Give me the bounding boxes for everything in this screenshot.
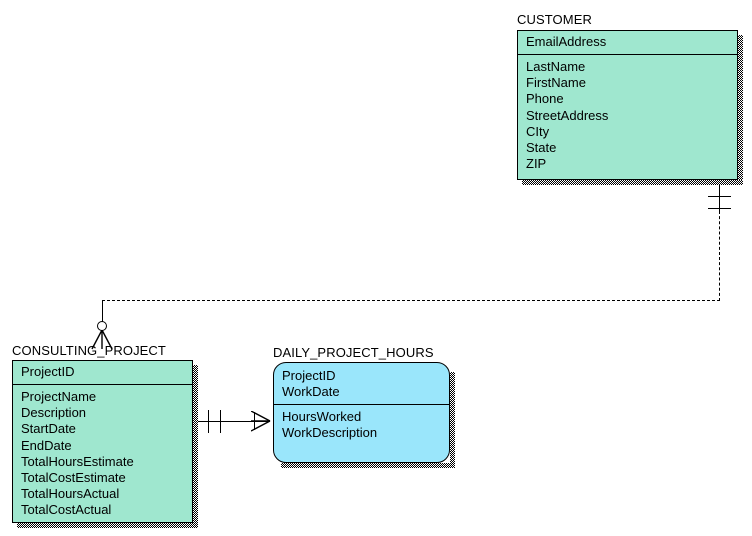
attribute-lastname: LastName: [526, 59, 586, 74]
attribute-totalcostactual: TotalCostActual: [21, 502, 112, 518]
attribute-projectid-fk: ProjectID: [282, 368, 336, 383]
entity-consulting-project-attribute-section: ProjectName Description StartDate EndDat…: [13, 385, 192, 523]
entity-shadow-consulting-project-bottom: [17, 523, 198, 528]
attribute-totalhoursactual: TotalHoursActual: [21, 486, 120, 502]
entity-consulting-project[interactable]: ProjectID ProjectName Description StartD…: [12, 360, 193, 523]
entity-title-daily-project-hours: DAILY_PROJECT_HOURS: [273, 345, 434, 360]
attribute-hoursworked: HoursWorked: [282, 409, 362, 424]
entity-customer-attribute-section: LastName FirstName Phone StreetAddress C…: [518, 55, 737, 176]
entity-title-customer: CUSTOMER: [517, 12, 592, 27]
attribute-streetaddress: StreetAddress: [526, 107, 609, 123]
attribute-totalhoursestimate: TotalHoursEstimate: [21, 453, 134, 469]
cardinality-crows-foot-many: [91, 330, 113, 350]
attribute-emailaddress: EmailAddress: [526, 34, 607, 49]
entity-consulting-project-key-section: ProjectID: [13, 361, 192, 385]
cardinality-tick-one-mandatory-outer-2: [208, 410, 209, 433]
relationship-line-segment-vertical-to-project: [102, 300, 103, 322]
entity-shadow-daily-project-hours-bottom: [281, 463, 455, 468]
attribute-phone: Phone: [526, 91, 564, 107]
cardinality-tick-one-mandatory-inner: [708, 208, 731, 209]
cardinality-tick-one-mandatory-inner-2: [220, 410, 221, 433]
attribute-state: State: [526, 140, 557, 156]
entity-daily-project-hours-key-section: ProjectID WorkDate: [274, 363, 449, 405]
entity-daily-project-hours-attribute-section: HoursWorked WorkDescription: [274, 405, 449, 445]
entity-title-consulting-project: CONSULTING_PROJECT: [12, 343, 166, 358]
attribute-totalcostestimate: TotalCostEstimate: [21, 470, 126, 486]
attribute-zip: ZIP: [526, 156, 547, 172]
attribute-enddate: EndDate: [21, 437, 72, 453]
relationship-line-segment-vertical-dashed: [719, 211, 720, 301]
cardinality-tick-one-mandatory-outer: [708, 196, 731, 197]
attribute-description: Description: [21, 405, 87, 421]
relationship-line-segment-vertical-solid: [719, 185, 720, 211]
entity-shadow-customer-bottom: [522, 180, 743, 185]
entity-shadow-consulting-project-right: [193, 365, 198, 528]
entity-shadow-daily-project-hours-right: [450, 372, 455, 468]
relationship-line-segment-horizontal-dashed: [102, 300, 720, 301]
attribute-projectid: ProjectID: [21, 364, 75, 379]
attribute-city: CIty: [526, 123, 550, 139]
attribute-workdate: WorkDate: [282, 384, 340, 400]
attribute-workdescription: WorkDescription: [282, 425, 378, 441]
entity-customer[interactable]: EmailAddress LastName FirstName Phone St…: [517, 30, 738, 180]
entity-daily-project-hours[interactable]: ProjectID WorkDate HoursWorked WorkDescr…: [273, 362, 450, 463]
cardinality-tick-mandatory-weak-side: [254, 412, 255, 430]
attribute-projectname: ProjectName: [21, 389, 97, 404]
entity-shadow-customer-right: [738, 35, 743, 185]
attribute-startdate: StartDate: [21, 421, 76, 437]
entity-customer-key-section: EmailAddress: [518, 31, 737, 55]
relationship-line-identifying-solid: [198, 421, 268, 422]
attribute-firstname: FirstName: [526, 75, 586, 91]
